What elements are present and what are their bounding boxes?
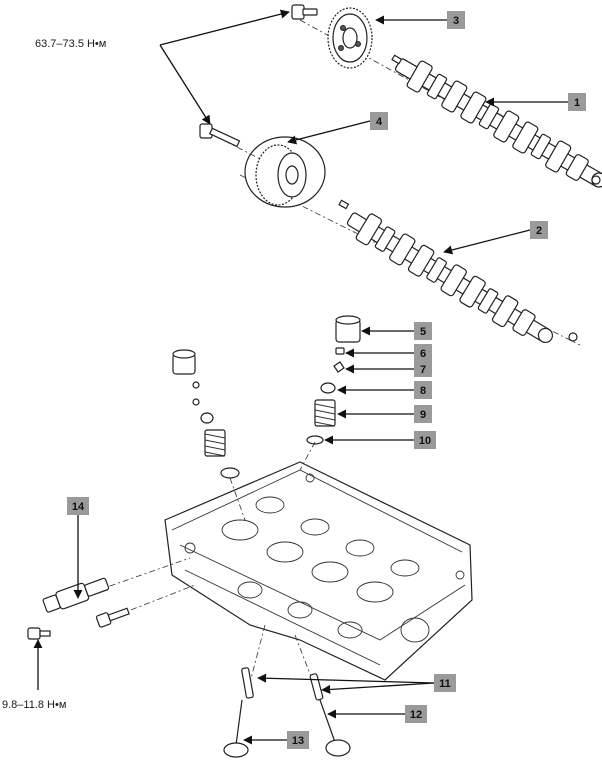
svg-text:10: 10 (419, 435, 431, 447)
leader-11b (321, 682, 435, 695)
svg-text:12: 12 (410, 709, 422, 721)
camshaft-lower (239, 174, 581, 346)
callout-2: 2 (530, 221, 548, 239)
spring-seat-left (220, 467, 240, 479)
callout-1: 1 (568, 93, 586, 111)
svg-text:1: 1 (574, 97, 580, 109)
valve-lifter-left (172, 349, 196, 375)
svg-text:3: 3 (453, 15, 459, 27)
svg-text:7: 7 (420, 364, 426, 376)
leader-torque-to-bolt-top (159, 9, 290, 46)
leader-2 (443, 229, 531, 255)
callout-13: 13 (287, 731, 309, 749)
svg-text:13: 13 (292, 735, 304, 747)
valve-axis-right (299, 441, 316, 471)
torque-label-sensor-bolt: 9.8–11.8 Н•м (2, 699, 66, 711)
callout-6: 6 (414, 344, 432, 362)
svg-text:5: 5 (420, 326, 426, 338)
dowel-pin-lower (338, 199, 350, 210)
valve-shim-right (335, 347, 345, 355)
valve-keepers-right (333, 361, 345, 373)
callout-12: 12 (405, 705, 427, 723)
sprocket-bolt-lower (199, 123, 263, 161)
valve-axis-bottom-left (247, 624, 266, 691)
svg-text:4: 4 (376, 116, 383, 128)
valve-keepers-left (192, 398, 200, 406)
leader-torque-to-bolt-lower (159, 44, 211, 125)
callout-7: 7 (414, 361, 432, 377)
svg-text:6: 6 (420, 348, 426, 360)
callout-14: 14 (67, 497, 89, 515)
callout-3: 3 (447, 11, 465, 29)
camshaft-upper (299, 19, 602, 188)
svg-text:8: 8 (420, 385, 426, 397)
valve-spring-right (314, 399, 336, 427)
svg-text:2: 2 (536, 225, 542, 237)
svg-text:14: 14 (72, 501, 85, 513)
dowel-pin-upper (391, 54, 403, 65)
svg-text:9: 9 (420, 409, 426, 421)
torque-label-sprocket-bolts: 63.7–73.5 Н•м (35, 38, 106, 50)
callout-5: 5 (414, 322, 432, 340)
sensor-bolt (27, 627, 51, 640)
callout-8: 8 (414, 381, 432, 399)
sprocket-lower (244, 136, 326, 208)
valve-guide-right (309, 673, 324, 701)
valve-shim-left (192, 381, 200, 389)
sprocket-bolt-upper (291, 4, 318, 20)
valve-lifter-right (335, 315, 361, 343)
svg-text:11: 11 (439, 678, 451, 690)
spring-retainer-left (200, 412, 214, 424)
oil-control-valve (42, 557, 196, 628)
valve-exhaust (223, 699, 249, 758)
valve-axis-left (229, 477, 246, 521)
spring-seat-right (306, 435, 324, 445)
spring-retainer-right (320, 382, 336, 394)
sprocket-upper (327, 7, 373, 69)
callout-10: 10 (414, 431, 436, 449)
valve-guide-left (241, 667, 254, 699)
valve-spring-left (204, 429, 226, 457)
leader-11a (257, 673, 435, 684)
callout-11: 11 (434, 674, 456, 692)
valve-intake (319, 699, 351, 757)
callout-9: 9 (414, 405, 432, 423)
cylinder-head (164, 461, 473, 681)
callout-4: 4 (370, 112, 388, 130)
leader-4 (287, 120, 371, 145)
